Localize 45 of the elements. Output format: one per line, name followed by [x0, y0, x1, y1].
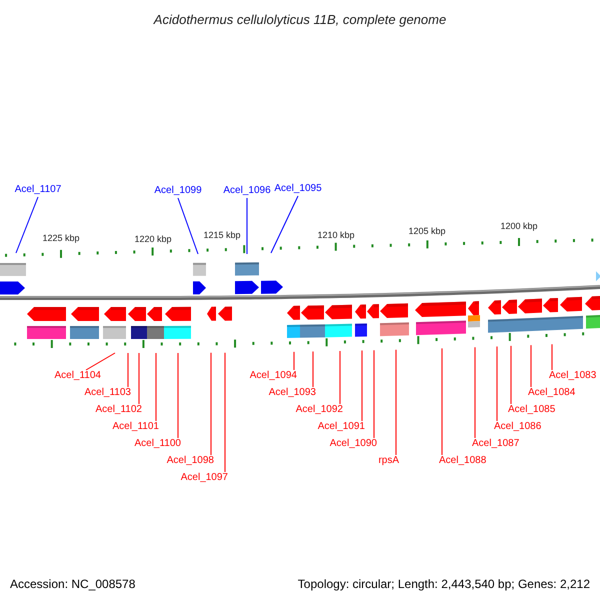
gene-label: Acel_1090: [330, 438, 377, 450]
gene-label: Acel_1093: [268, 387, 316, 399]
title: Acidothermus cellulolyticus 11B, complete genome: [154, 11, 446, 29]
gene-label: Acel_1088: [439, 455, 486, 467]
gene-label: Acel_1102: [95, 404, 142, 416]
gene-label: Acel_1091: [318, 421, 365, 433]
accession-text: Accession: NC_008578: [10, 576, 136, 593]
leader-line: [224, 352, 226, 472]
leader-line: [210, 352, 212, 456]
gene-label: Acel_1086: [494, 421, 542, 433]
gene-label: Acel_1107: [14, 184, 62, 196]
gene-label: Acel_1084: [528, 387, 576, 399]
leader-line: [530, 344, 532, 388]
gene-label: Acel_1096: [223, 185, 271, 197]
scale-label: 1215 kbp: [203, 229, 241, 242]
gene-label: Acel_1095: [274, 183, 322, 195]
gene-label: Acel_1101: [112, 421, 159, 433]
gene-label: Acel_1100: [134, 438, 181, 450]
leader-line: [86, 352, 116, 370]
leader-line: [270, 196, 298, 254]
leader-line: [474, 346, 476, 438]
gene-label: Acel_1103: [84, 387, 131, 399]
scale-label: 1210 kbp: [317, 229, 355, 242]
gene-label: Acel_1097: [180, 472, 228, 484]
scale-label: 1225 kbp: [42, 232, 80, 245]
scale-label: 1200 kbp: [500, 220, 538, 233]
leader-line: [496, 346, 498, 422]
leader-line: [246, 198, 248, 254]
gene-label: rpsA: [378, 455, 399, 467]
gene-label: Acel_1104: [54, 370, 101, 382]
gene-label: Acel_1092: [296, 404, 343, 416]
leader-line: [138, 352, 140, 404]
gene-label: Acel_1098: [166, 455, 214, 467]
leader-line: [312, 351, 314, 388]
gene-label: Acel_1083: [549, 370, 596, 382]
leader-line: [178, 198, 198, 254]
gene-label: Acel_1094: [250, 370, 297, 382]
topology-text: Topology: circular; Length: 2,443,540 bp; Genes: 2,212: [298, 576, 590, 593]
scale-label: 1220 kbp: [134, 233, 172, 246]
leader-line: [510, 345, 512, 404]
gene-label: Acel_1099: [154, 185, 202, 197]
gene-label: Acel_1085: [508, 404, 556, 416]
gene-label: Acel_1087: [472, 438, 520, 450]
scale-label: 1205 kbp: [408, 225, 446, 238]
leader-line: [16, 196, 38, 254]
